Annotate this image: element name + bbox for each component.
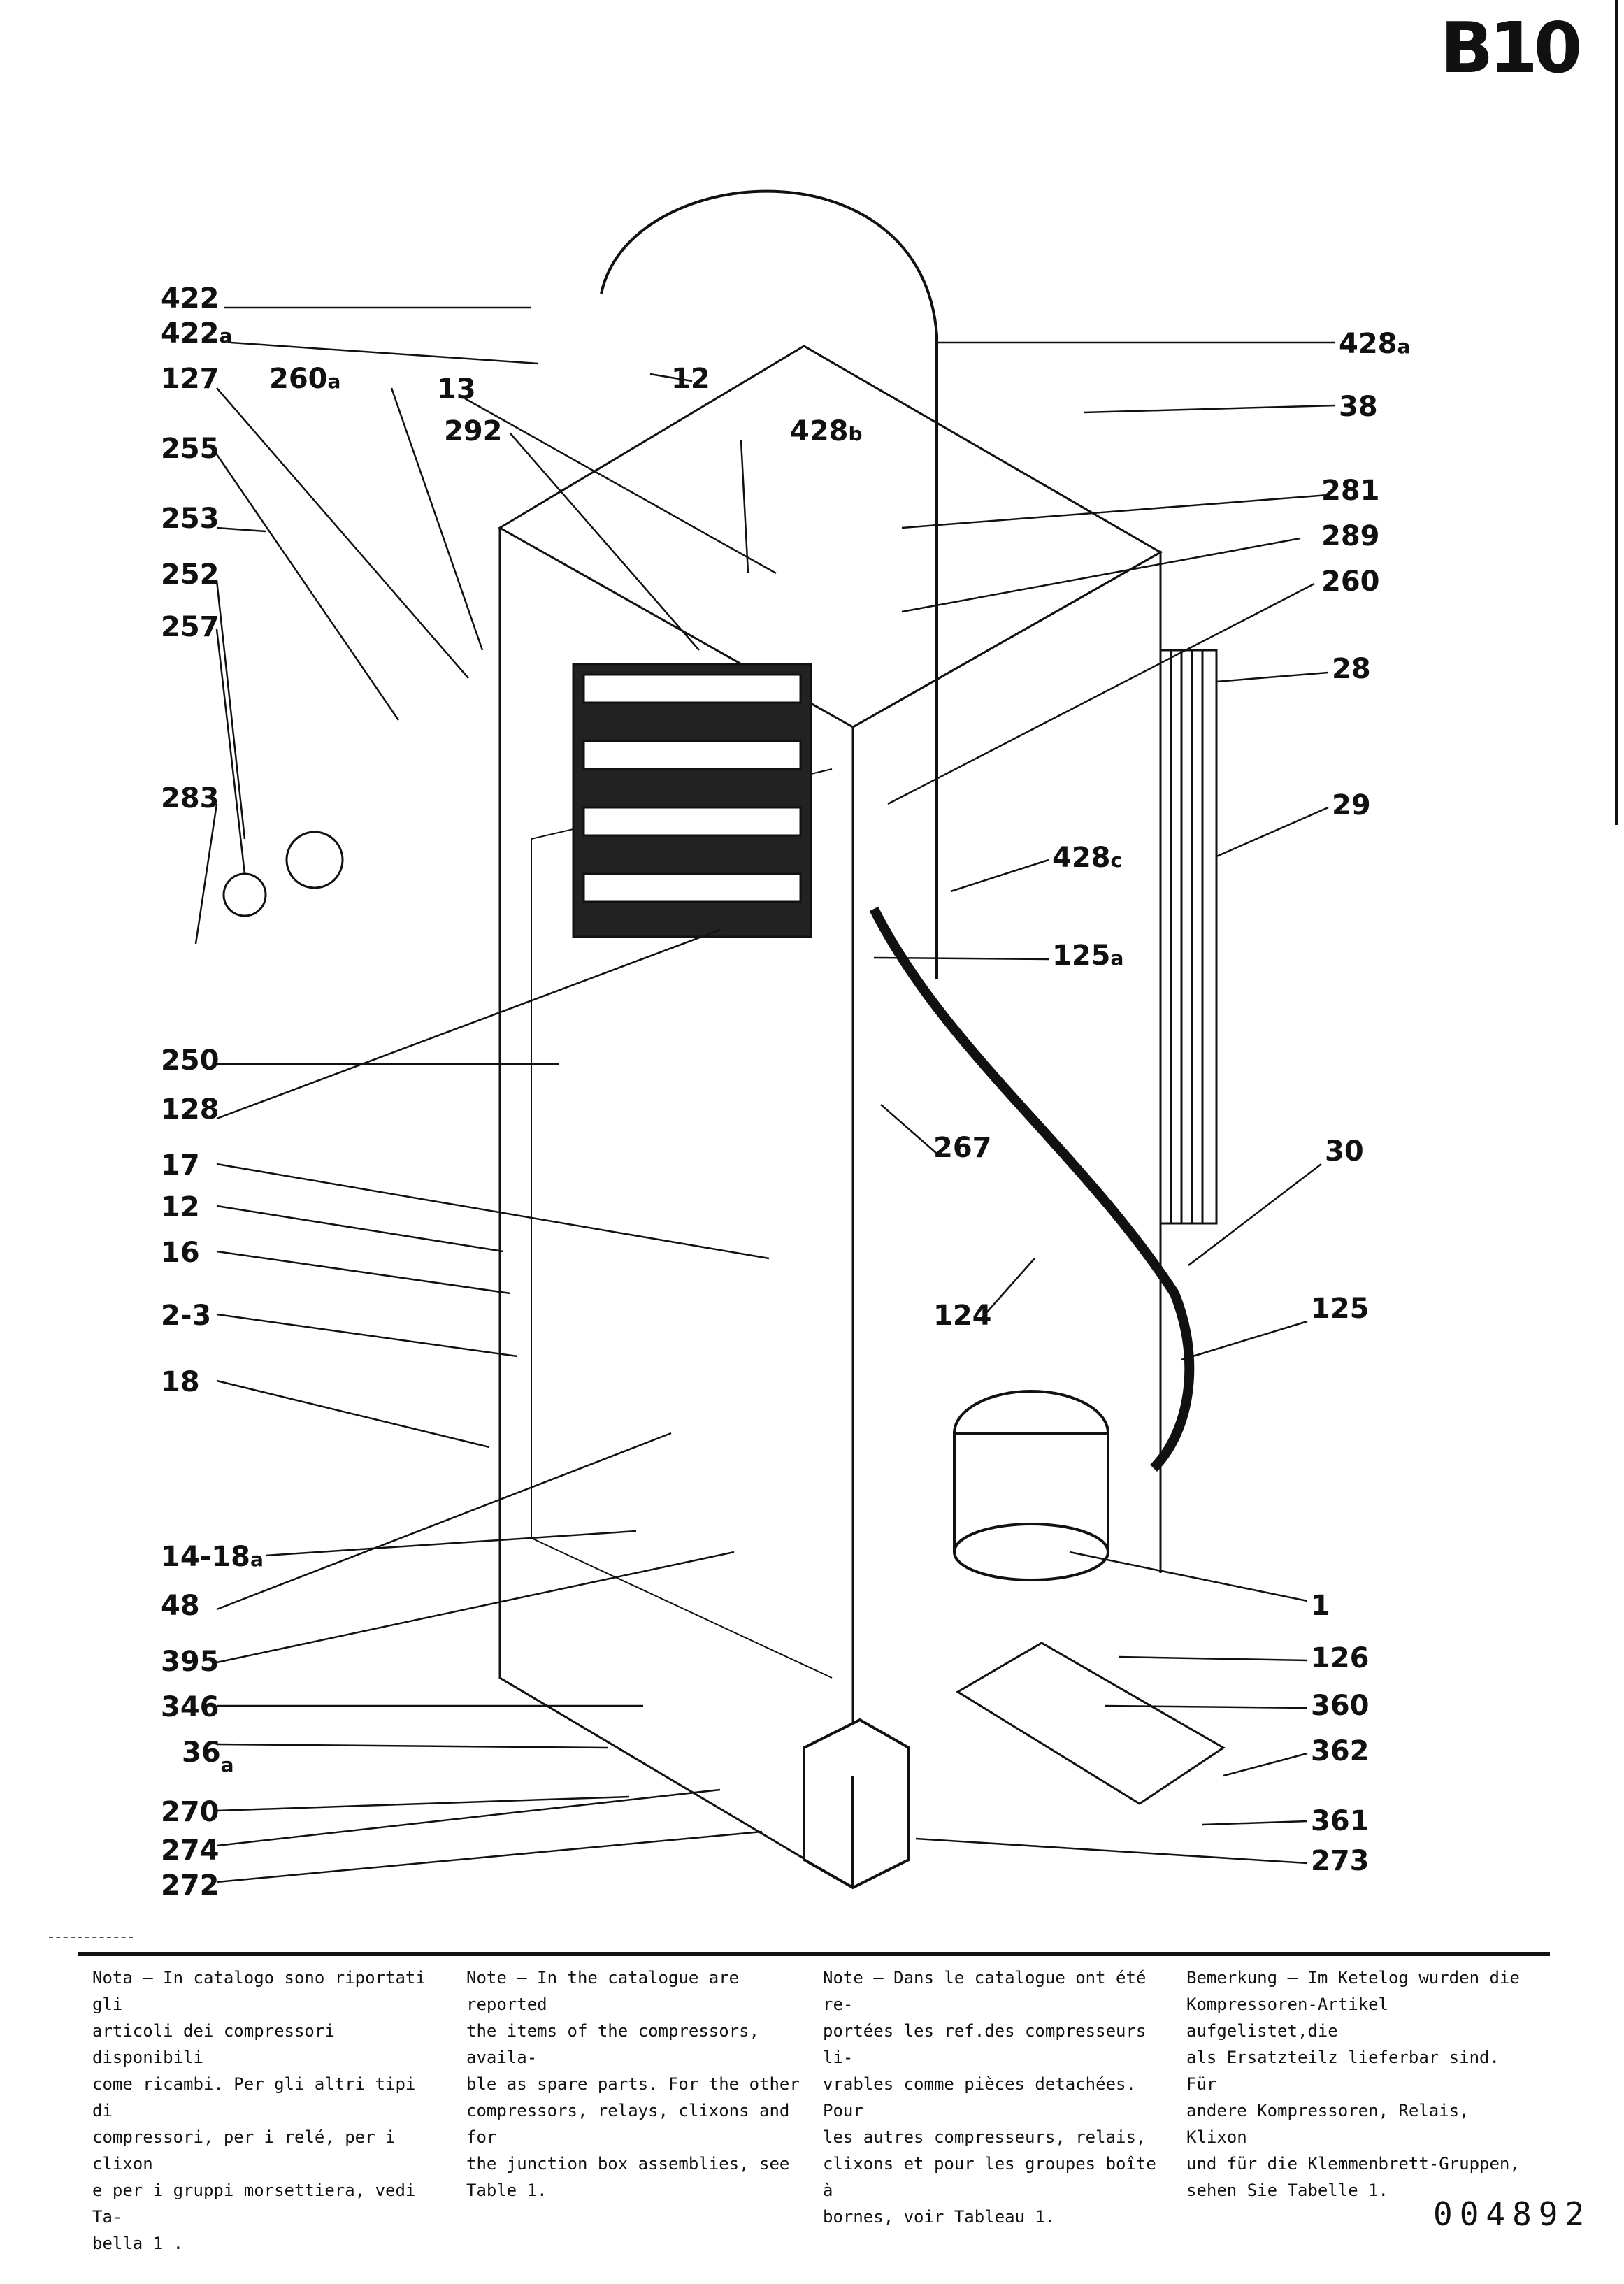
- part-label-127: 127: [161, 363, 220, 395]
- part-label-17: 17: [161, 1149, 200, 1181]
- part-label-29: 29: [1332, 789, 1371, 821]
- part-label-126: 126: [1311, 1642, 1370, 1674]
- part-label-428b: 428b: [790, 415, 863, 447]
- page-code: B10: [1440, 7, 1582, 89]
- part-label-270: 270: [161, 1796, 220, 1828]
- part-label-260a: 260a: [269, 363, 340, 395]
- part-label-428c: 428c: [1052, 842, 1122, 874]
- part-label-253: 253: [161, 503, 220, 535]
- part-label-281: 281: [1321, 475, 1380, 507]
- note-english: Note – In the catalogue are reported the…: [466, 1968, 800, 2200]
- part-label-289: 289: [1321, 520, 1380, 552]
- document-number: 004892: [1433, 2195, 1592, 2233]
- capillary-tube: [869, 906, 1195, 1472]
- part-label-28: 28: [1332, 653, 1371, 685]
- part-label-362: 362: [1311, 1735, 1370, 1767]
- part-label-252: 252: [161, 559, 220, 591]
- part-label-250: 250: [161, 1044, 220, 1077]
- part-label-422: 422: [161, 282, 220, 315]
- part-label-272: 272: [161, 1869, 220, 1902]
- note-german: Bemerkung – Im Ketelog wurden die Kompre…: [1186, 1968, 1520, 2200]
- part-label-267: 267: [933, 1132, 992, 1164]
- wire-harness-loop: [600, 189, 938, 979]
- junction-box: [803, 1718, 910, 1890]
- compressor: [953, 1390, 1109, 1581]
- right-part-labels: 428a 38 281 289 260 28 29 428c 125a 267 …: [933, 328, 1410, 1877]
- part-label-274: 274: [161, 1834, 220, 1867]
- cabinet-outline: [498, 345, 1163, 1889]
- note-french: Note – Dans le catalogue ont été re- por…: [823, 1968, 1156, 2227]
- part-label-125: 125: [1311, 1293, 1370, 1325]
- part-label-14-18a: 14-18a: [161, 1541, 264, 1573]
- part-label-255: 255: [161, 433, 220, 465]
- part-label-361: 361: [1311, 1805, 1370, 1837]
- part-label-48: 48: [161, 1590, 200, 1622]
- part-label-18: 18: [161, 1366, 200, 1398]
- part-label-125a: 125a: [1052, 940, 1123, 972]
- part-label-124: 124: [933, 1300, 992, 1332]
- part-label-1: 1: [1311, 1590, 1330, 1622]
- note-italian: Nota – In catalogo sono riportati gli ar…: [92, 1968, 426, 2253]
- part-label-257: 257: [161, 611, 220, 643]
- part-label-38: 38: [1339, 391, 1378, 423]
- part-label-292: 292: [444, 415, 503, 447]
- compressor-base-plate: [956, 1642, 1226, 1805]
- part-label-422a: 422a: [161, 317, 232, 350]
- part-label-16: 16: [161, 1237, 200, 1269]
- part-label-346: 346: [161, 1691, 220, 1723]
- part-label-36a: 36a: [182, 1737, 234, 1776]
- part-label-2-3: 2-3: [161, 1300, 211, 1332]
- part-label-12: 12: [161, 1191, 200, 1223]
- left-part-labels: 422 422a 127 260a 13 12 292 428b 255 253…: [161, 282, 863, 1902]
- part-label-128: 128: [161, 1093, 220, 1126]
- part-label-13: 13: [437, 373, 476, 405]
- part-label-273: 273: [1311, 1845, 1370, 1877]
- part-label-30: 30: [1325, 1135, 1364, 1168]
- evaporator: [572, 663, 812, 938]
- part-label-360: 360: [1311, 1690, 1370, 1722]
- leader-lines: [194, 306, 1336, 1883]
- part-label-260: 260: [1321, 566, 1380, 598]
- dashed-mark: [49, 1937, 133, 1938]
- part-label-283: 283: [161, 782, 220, 814]
- part-label-395: 395: [161, 1646, 220, 1678]
- condenser-coil: [1159, 649, 1218, 1225]
- notes-divider-rule: [78, 1952, 1550, 1956]
- part-label-12-top: 12: [671, 363, 710, 395]
- multilingual-notes: Nota – In catalogo sono riportati gli ar…: [78, 1965, 1550, 2253]
- page-edge-line: [1615, 0, 1618, 825]
- part-label-428a: 428a: [1339, 328, 1410, 360]
